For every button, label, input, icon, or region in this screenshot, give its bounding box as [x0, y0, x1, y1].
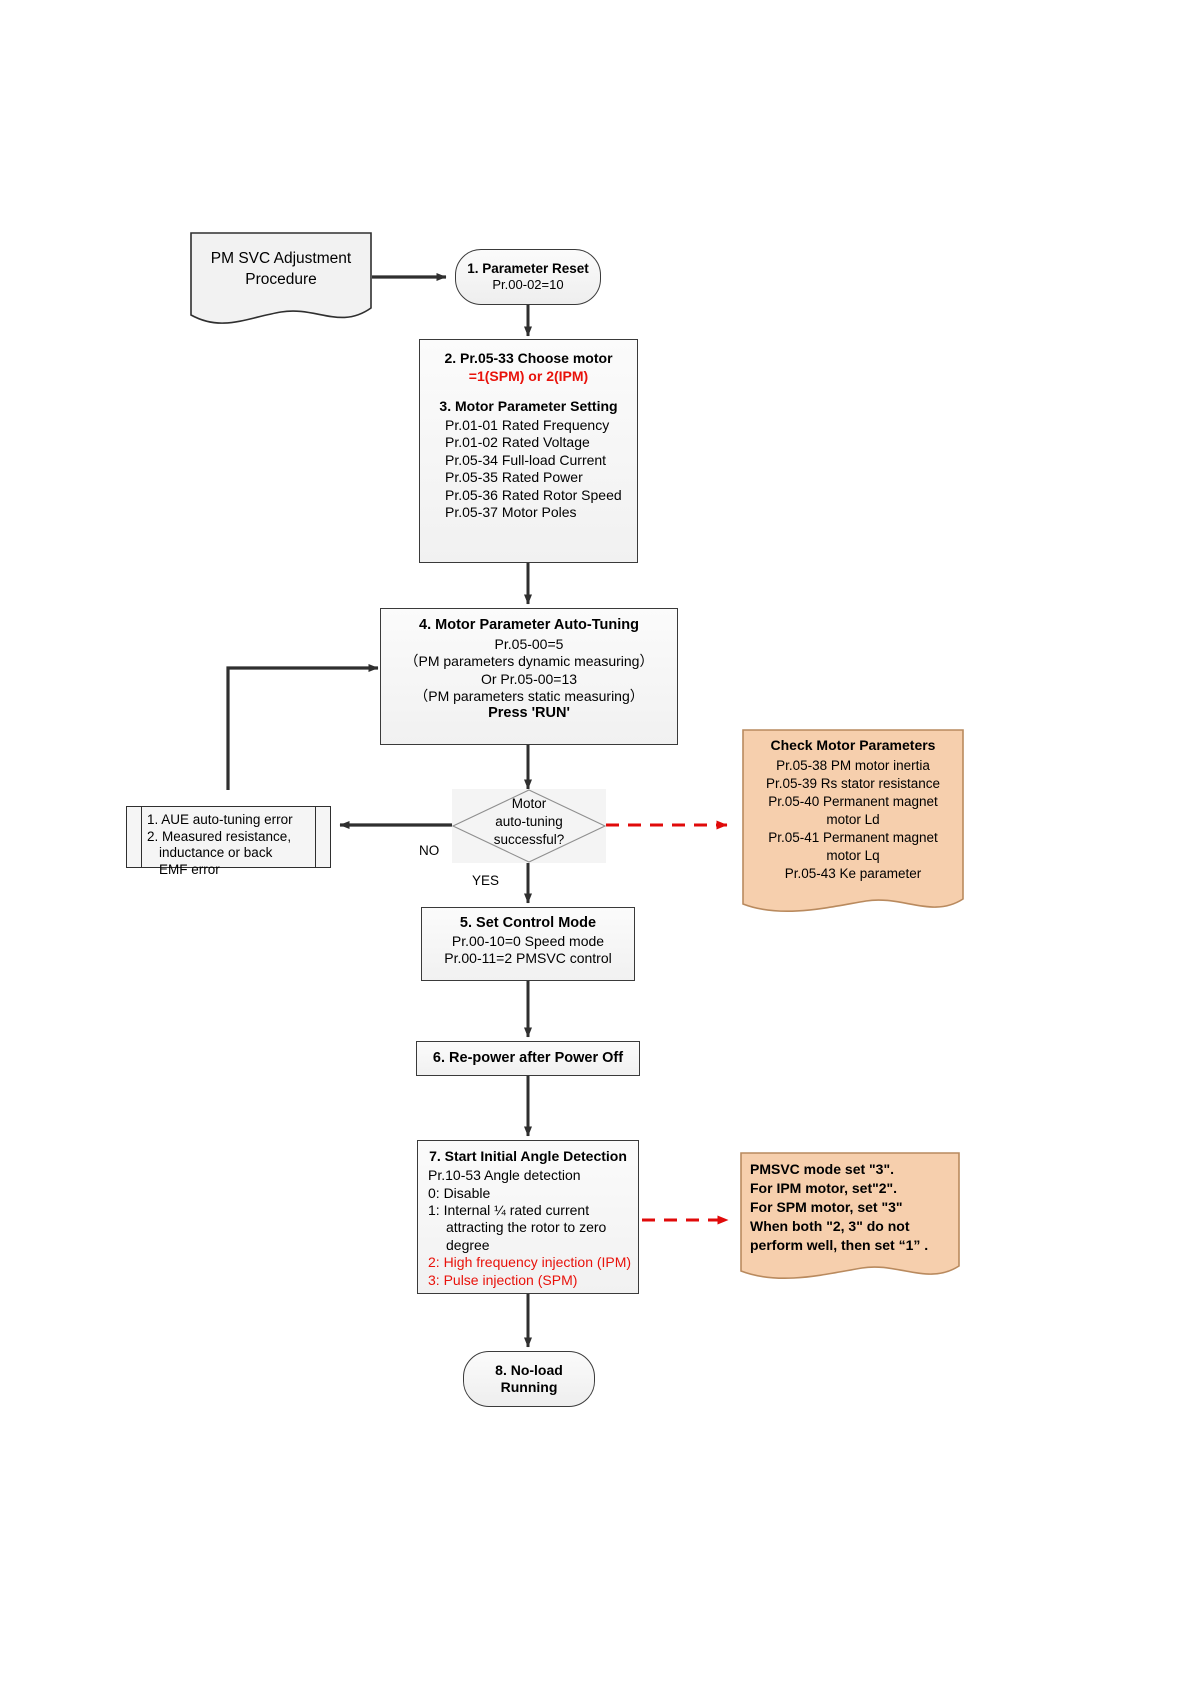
note-pmsvc-mode: PMSVC mode set "3". For IPM motor, set"2… [740, 1152, 960, 1284]
step3-item-1: Pr.01-02 Rated Voltage [445, 434, 590, 451]
pmsvc-note-line4: When both "2, 3" do not [750, 1218, 910, 1234]
node-start: PM SVC Adjustment Procedure [190, 232, 372, 324]
pmsvc-note-line3: For SPM motor, set "3" [750, 1199, 903, 1215]
step6-heading: 6. Re-power after Power Off [432, 1050, 624, 1066]
step1-value: Pr.00-02=10 [492, 277, 564, 293]
node-step1-parameter-reset: 1. Parameter Reset Pr.00-02=10 [455, 249, 601, 305]
step3-item-5: Pr.05-37 Motor Poles [445, 503, 577, 520]
node-step5-set-control-mode: 5. Set Control Mode Pr.00-10=0 Speed mod… [421, 907, 635, 981]
step7-line5: degree [446, 1236, 490, 1253]
step7-line1: Pr.10-53 Angle detection [428, 1167, 581, 1184]
step3-item-0: Pr.01-01 Rated Frequency [445, 417, 610, 434]
step4-line2: （PM parameters dynamic measuring） [404, 653, 654, 670]
check-note-title: Check Motor Parameters [770, 737, 936, 753]
node-step7-angle-detection: 7. Start Initial Angle Detection Pr.10-5… [417, 1140, 639, 1294]
step7-line3: 1: Internal ¼ rated current [428, 1202, 590, 1219]
node-step23-motor-parameters: 2. Pr.05-33 Choose motor =1(SPM) or 2(IP… [419, 339, 638, 563]
step8-line2: Running [500, 1379, 558, 1395]
step3-item-4: Pr.05-36 Rated Rotor Speed [445, 486, 622, 503]
note-shape [742, 729, 964, 913]
node-step8-no-load-running: 8. No-load Running [463, 1351, 595, 1407]
node-decision-autotuning-successful: Motor auto-tuning successful? [451, 789, 607, 863]
check-note-item-2: Pr.05-40 Permanent magnet [768, 794, 938, 809]
step5-line2: Pr.00-11=2 PMSVC control [444, 950, 612, 967]
diamond-shape [451, 789, 607, 863]
step7-body: Pr.10-53 Angle detection 0: Disable 1: I… [422, 1167, 634, 1289]
start-line2: Procedure [245, 271, 317, 288]
step5-heading: 5. Set Control Mode [459, 915, 597, 931]
step2-heading: 2. Pr.05-33 Choose motor [444, 350, 613, 366]
node-step4-auto-tuning: 4. Motor Parameter Auto-Tuning Pr.05-00=… [380, 608, 678, 745]
edge-label-no: NO [419, 843, 440, 858]
step4-line3: Or Pr.05-00=13 [480, 670, 578, 687]
step3-item-2: Pr.05-34 Full-load Current [445, 451, 607, 468]
node-autotuning-error: 1. AUE auto-tuning error 2. Measured res… [126, 806, 331, 877]
error-line2: 2. Measured resistance, [147, 828, 292, 844]
note-check-motor-parameters: Check Motor Parameters Pr.05-38 PM motor… [742, 729, 964, 917]
step5-line1: Pr.00-10=0 Speed mode [451, 932, 605, 949]
step8-line1: 8. No-load [495, 1361, 563, 1378]
step4-line4: （PM parameters static measuring） [414, 688, 644, 705]
check-note-item-3: motor Ld [826, 812, 880, 827]
check-note-item-5: motor Lq [826, 848, 880, 863]
pmsvc-note-line5: perform well, then set “1” . [750, 1237, 929, 1253]
start-line1: PM SVC Adjustment [210, 250, 352, 267]
node-step6-repower: 6. Re-power after Power Off [416, 1041, 640, 1076]
step3-list: Pr.01-01 Rated Frequency Pr.01-02 Rated … [426, 417, 631, 521]
check-note-item-1: Pr.05-39 Rs stator resistance [765, 776, 941, 791]
decision-line3: successful? [493, 832, 565, 847]
decision-line2: auto-tuning [495, 814, 563, 829]
step4-heading: 4. Motor Parameter Auto-Tuning [419, 617, 639, 633]
step7-line4: attracting the rotor to zero [446, 1219, 607, 1236]
step4-line1: Pr.05-00=5 [494, 635, 564, 652]
step7-line6: 2: High frequency injection (IPM) [428, 1254, 632, 1271]
error-line1: 1. AUE auto-tuning error [147, 812, 293, 827]
decision-line1: Motor [511, 796, 547, 811]
step7-line7: 3: Pulse injection (SPM) [428, 1271, 578, 1288]
step3-heading: 3. Motor Parameter Setting [439, 397, 618, 414]
step1-title: 1. Parameter Reset [467, 260, 589, 276]
error-line3: inductance or back [159, 845, 273, 861]
pmsvc-note-line2: For IPM motor, set"2". [750, 1180, 898, 1196]
step7-heading: 7. Start Initial Angle Detection [429, 1148, 627, 1164]
check-note-item-6: Pr.05-43 Ke parameter [784, 866, 922, 881]
step7-line2: 0: Disable [428, 1184, 491, 1201]
step2-selection: =1(SPM) or 2(IPM) [468, 368, 589, 385]
edge-label-yes: YES [472, 873, 500, 888]
document-shape [190, 232, 372, 324]
step4-press-run: Press 'RUN' [488, 705, 570, 722]
step3-item-3: Pr.05-35 Rated Power [445, 469, 583, 486]
error-line4: EMF error [159, 862, 220, 878]
check-note-item-4: Pr.05-41 Permanent magnet [768, 830, 938, 845]
check-note-item-0: Pr.05-38 PM motor inertia [776, 758, 930, 773]
pmsvc-note-line1: PMSVC mode set "3". [750, 1161, 894, 1177]
note-shape [740, 1152, 960, 1280]
